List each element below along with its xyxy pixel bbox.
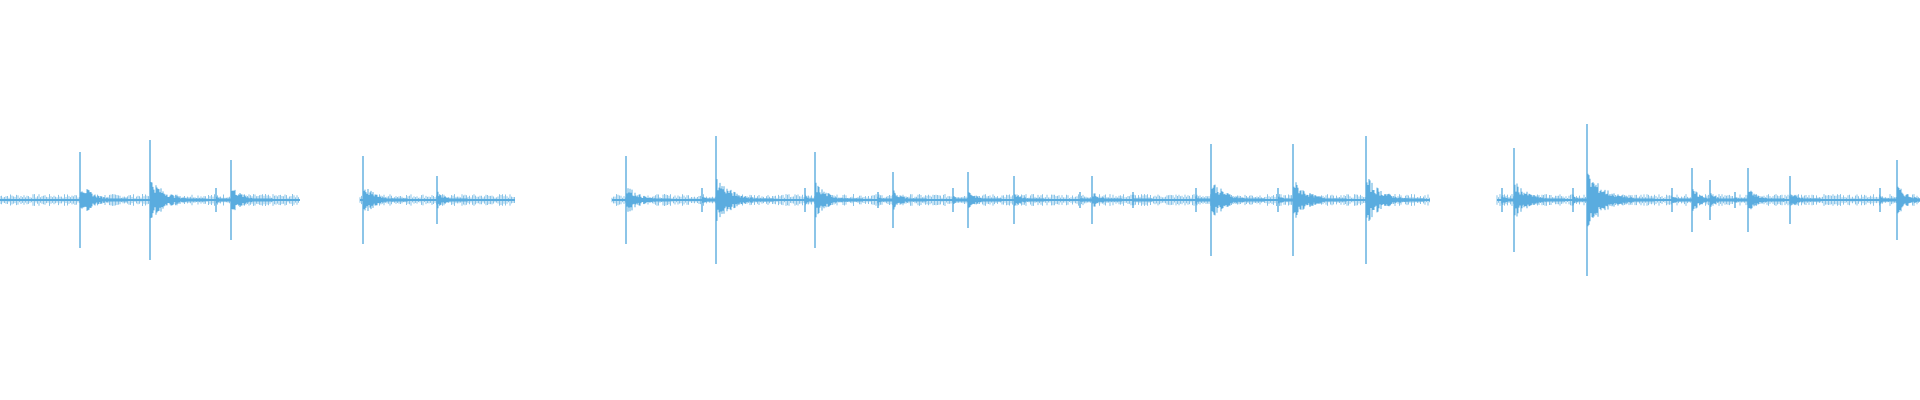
transient-tail	[1092, 193, 1123, 207]
transient-tail	[1211, 184, 1265, 216]
transient-tail	[1897, 186, 1920, 214]
waveform-transient	[1747, 168, 1785, 232]
transient-tail	[1748, 190, 1785, 210]
waveform-transient	[149, 140, 206, 260]
waveform-transient	[1709, 180, 1738, 220]
waveform-transient	[1091, 176, 1123, 224]
waveform-transient	[1586, 124, 1655, 276]
waveform-transient	[967, 172, 1002, 228]
transient-tail	[716, 179, 775, 221]
waveform-transient	[1292, 144, 1347, 256]
transient-tail	[1790, 194, 1821, 206]
waveform-transient	[1365, 136, 1425, 264]
transient-tail	[1514, 183, 1565, 217]
transient-tail	[437, 191, 468, 209]
transient-tail	[231, 189, 273, 211]
waveform-transient	[362, 156, 408, 244]
waveform-transient	[1671, 188, 1695, 212]
waveform-transient	[715, 136, 775, 264]
waveform-transient	[892, 172, 927, 228]
transient-tail	[363, 189, 408, 211]
waveform-transient	[436, 176, 468, 224]
transient-tail	[1710, 193, 1738, 207]
waveform-transient	[1789, 176, 1821, 224]
transient-tail	[1133, 198, 1153, 202]
transient-tail	[1587, 173, 1655, 227]
transient-tail	[626, 188, 671, 212]
transient-tail	[815, 182, 863, 218]
transient-tail	[893, 190, 927, 210]
waveform-transient	[1210, 144, 1265, 256]
transient-tail	[150, 182, 206, 218]
transient-tail	[80, 189, 128, 211]
transient-tail	[1366, 179, 1425, 221]
waveform-transient	[814, 152, 863, 248]
waveform-transient	[1513, 148, 1565, 252]
waveform-transient	[79, 152, 128, 248]
transient-tail	[1293, 182, 1347, 218]
waveform-transient	[1013, 176, 1045, 224]
waveform-transients	[79, 124, 1920, 276]
waveform-transient	[1132, 192, 1153, 208]
transient-tail	[1014, 194, 1045, 206]
transient-tail	[968, 192, 1002, 208]
waveform-transient	[625, 156, 671, 244]
waveform-transient	[230, 160, 273, 240]
waveform-transient	[1896, 160, 1920, 240]
